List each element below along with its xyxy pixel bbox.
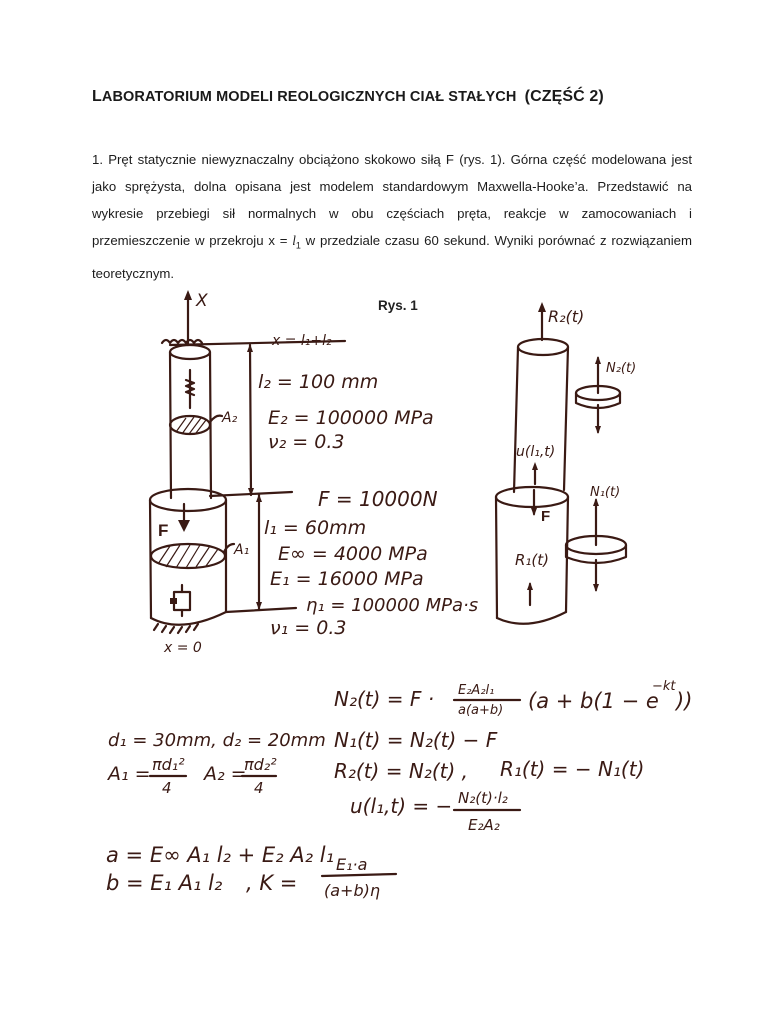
top-support-hatch <box>160 338 204 345</box>
r2-formula: R₂(t) = N₂(t) , <box>334 759 468 783</box>
lower-cylinder-left <box>148 498 153 620</box>
title-initial: L <box>92 88 102 105</box>
k-formula-lhs: , K = <box>246 871 297 895</box>
title-text: ABORATORIUM MODELI REOLOGICZNYCH CIAŁ ST… <box>101 89 517 105</box>
title-part-close: ) <box>598 88 604 105</box>
e-inf-value: E∞ = 4000 MPa <box>278 543 428 565</box>
r1-formula: R₁(t) = − N₁(t) <box>500 757 644 781</box>
task-description: 1. Pręt statycznie niewyznaczalny obciąż… <box>92 146 692 287</box>
area1-denominator: 4 <box>162 779 172 797</box>
b-definition: b = E₁ A₁ l₂ <box>106 871 223 895</box>
x-axis-label: X <box>195 291 208 311</box>
figure-caption: Rys. 1 <box>378 298 418 313</box>
nu1-value: ν₁ = 0.3 <box>270 617 346 639</box>
n2-down-arrow-icon <box>595 426 601 434</box>
task-text-2: w przedziale czasu 60 sekund. Wyniki por… <box>92 233 692 281</box>
e2-value: E₂ = 100000 MPa <box>268 407 434 429</box>
lower-cylinder-bottom <box>149 606 298 626</box>
u-fraction-denominator: E₂A₂ <box>468 816 500 834</box>
a-definition: a = E∞ A₁ l₂ + E₂ A₂ l₁ <box>106 843 334 867</box>
area-a2-hatching <box>175 416 207 435</box>
area1-numerator: πd₁² <box>152 755 185 774</box>
area1-lhs: A₁ = <box>106 763 151 785</box>
force-value: F = 10000N <box>318 487 438 511</box>
fb-upper-top <box>516 337 570 357</box>
n2-close-paren: )) <box>674 689 692 713</box>
l2-value: l₂ = 100 mm <box>258 371 378 393</box>
fb-force-label: F <box>541 508 550 525</box>
fb-lower-top <box>494 485 570 509</box>
area2-numerator: πd₂² <box>244 755 277 774</box>
fb-force-arrow-icon <box>531 508 537 516</box>
task-text-1: 1. Pręt statycznie niewyznaczalny obciąż… <box>92 152 692 248</box>
l2-dimension <box>248 343 253 497</box>
force-label: F <box>158 521 168 540</box>
r1-label: R₁(t) <box>515 551 549 569</box>
k-fraction-numerator: E₁·a <box>336 855 367 874</box>
bar-diagram: X x = l₁+l₂ A₂ l₂ = 100 mm E₂ = 100000 M… <box>148 290 478 656</box>
a1-leader <box>222 542 236 554</box>
x-axis-arrow-icon <box>184 290 192 300</box>
formulas: d₁ = 30mm, d₂ = 20mm A₁ = πd₁² 4 A₂ = πd… <box>106 679 692 900</box>
lower-cylinder-top <box>148 487 228 513</box>
n1-up-arrow-icon <box>593 498 599 506</box>
r1-arrow-icon <box>527 582 533 590</box>
u-fraction-numerator: N₂(t)·l₂ <box>458 789 508 807</box>
area-a2-label: A₂ <box>221 410 238 426</box>
standard-model-icon <box>170 583 192 618</box>
title-part-open: (CZĘŚĆ <box>524 88 590 105</box>
n1-formula: N₁(t) = N₂(t) − F <box>334 728 498 752</box>
document-title: LABORATORIUM MODELI REOLOGICZNYCH CIAŁ S… <box>92 88 604 106</box>
area-a1-section <box>149 542 227 570</box>
r2-label: R₂(t) <box>548 307 584 326</box>
title-part: (CZĘŚĆ 2) <box>524 88 604 105</box>
diameters-formula: d₁ = 30mm, d₂ = 20mm <box>108 730 326 751</box>
upper-cylinder-top <box>168 343 212 361</box>
n2-label: N₂(t) <box>606 361 636 376</box>
n2-fraction-numerator: E₂A₂l₁ <box>458 683 494 698</box>
bottom-support-hatch <box>152 622 200 635</box>
spring-zigzag-icon <box>184 378 196 397</box>
nu2-value: ν₂ = 0.3 <box>268 431 344 453</box>
area2-denominator: 4 <box>254 779 264 797</box>
n1-down-arrow-icon <box>593 584 599 592</box>
n2-formula-rhs: (a + b(1 − e <box>528 689 659 713</box>
eta1-value: η₁ = 100000 MPa·s <box>306 595 478 616</box>
displacement-arrow-icon <box>532 462 538 470</box>
top-position-label: x = l₁+l₂ <box>271 333 332 349</box>
e1-value: E₁ = 16000 MPa <box>270 568 424 590</box>
n2-fraction-denominator: a(a+b) <box>458 703 503 718</box>
bottom-position-label: x = 0 <box>163 640 202 656</box>
fb-lower-bottom <box>495 610 568 625</box>
area-a2-section <box>168 414 212 436</box>
n2-up-arrow-icon <box>595 356 601 364</box>
area2-lhs: A₂ = <box>202 763 247 785</box>
l1-value: l₁ = 60mm <box>264 517 366 539</box>
displacement-label: u(l₁,t) <box>516 444 555 460</box>
title-part-number: 2 <box>589 88 599 105</box>
area-a1-hatching <box>157 544 219 569</box>
n1-label: N₁(t) <box>590 485 620 500</box>
a2-leader <box>208 414 224 424</box>
n2-formula-lhs: N₂(t) = F · <box>334 687 434 711</box>
u-formula-lhs: u(l₁,t) = − <box>350 794 452 818</box>
top-dimension-line <box>168 339 347 347</box>
k-fraction-denominator: (a+b)η <box>324 881 380 900</box>
r2-arrow-icon <box>538 302 546 312</box>
task-variable-subscript: 1 <box>295 240 301 251</box>
free-body-diagram: R₂(t) u(l₁,t) F R₁(t) N₂(t) N₁(t) <box>494 302 636 625</box>
area-a1-label: A₁ <box>233 542 249 558</box>
n2-exponent: −kt <box>652 679 676 694</box>
force-arrow-icon <box>178 520 190 532</box>
task-variable: l <box>292 233 296 248</box>
